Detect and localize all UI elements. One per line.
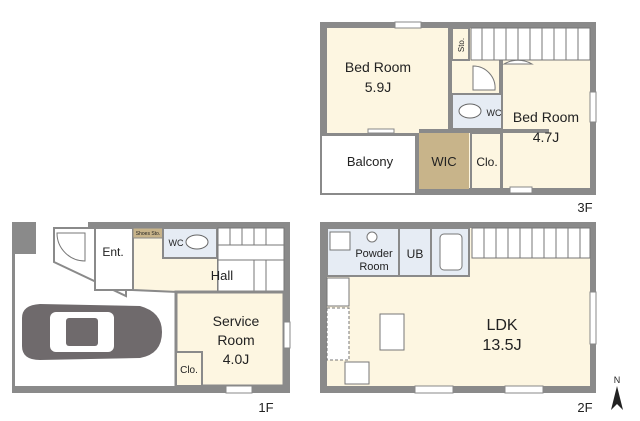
floor-1f-left-wall [12, 222, 15, 393]
entrance-label: Ent. [102, 245, 123, 259]
floor-3f-center-wall [448, 28, 452, 129]
floor-1f-right-wall [284, 222, 290, 393]
kitchen-island-icon [379, 313, 405, 351]
hall-label: Hall [211, 268, 234, 283]
wic-label: WIC [431, 154, 456, 169]
floor-1f: Ent. Shoes Sto. WC Hall Service Room 4.0… [12, 222, 291, 415]
ldk-name: LDK [486, 317, 517, 334]
window-2f-bottom-1 [414, 385, 454, 394]
bedroom2-name: Bed Room [513, 109, 579, 125]
car-icon [22, 304, 162, 360]
door-3f-bedroom2 [502, 59, 534, 65]
closet-3f [470, 132, 502, 190]
balcony-label: Balcony [347, 154, 394, 169]
bathtub-icon [439, 233, 463, 271]
window-3f-bottom [509, 186, 533, 194]
floor-2f-label: 2F [577, 400, 592, 415]
wc-1f-label: WC [169, 238, 184, 248]
window-3f-balcony [367, 128, 395, 134]
service-room-size: 4.0J [223, 351, 249, 367]
closet-1f [175, 351, 203, 387]
floor-1f-bottom-wall [12, 386, 290, 393]
ldk-size: 13.5J [482, 337, 521, 354]
window-2f-right [589, 291, 597, 345]
toilet-1f-icon [185, 234, 209, 250]
toilet-3f-icon [458, 103, 482, 119]
wic-room [419, 133, 469, 189]
window-3f-top [394, 21, 422, 29]
bedroom1-size: 5.9J [365, 79, 391, 95]
floor-3f-label: 3F [577, 200, 592, 215]
floor-1f-corner-wall [12, 222, 36, 254]
powder-room-label-2: Room [359, 261, 388, 273]
powder-room-label-1: Powder [355, 248, 393, 260]
north-arrow-icon [611, 386, 623, 410]
shoes-storage-label: Shoes Sto. [136, 231, 160, 237]
washer-icon [329, 231, 351, 251]
balcony-side-wall [415, 133, 419, 193]
ub-label: UB [407, 247, 424, 261]
window-1f-bottom [225, 385, 253, 394]
window-1f-right [283, 321, 291, 349]
wc-3f-label: WC [487, 108, 502, 118]
balcony-rail [322, 133, 415, 136]
closet-1f-label: Clo. [180, 365, 198, 376]
stove-icon [344, 361, 370, 385]
stairs-3f-icon [470, 27, 591, 61]
bedroom1-name: Bed Room [345, 59, 411, 75]
stairs-2f-icon [471, 227, 591, 259]
sink-icon [366, 231, 378, 243]
door-3f-wc [472, 65, 496, 91]
entrance-area [94, 227, 134, 291]
fridge-icon [326, 277, 350, 307]
window-2f-bottom-2 [504, 385, 544, 394]
kitchen-counter-icon [326, 307, 350, 361]
bedroom2-size: 4.7J [533, 129, 559, 145]
storage-3f [451, 27, 470, 61]
floor-1f-top-wall [88, 222, 290, 228]
entrance-door-icon [56, 232, 86, 262]
closet-3f-label: Clo. [476, 155, 497, 169]
floor-2f: LDK 13.5J Powder Room UB 2F [320, 222, 597, 415]
floor-3f-mid-wall [419, 129, 549, 133]
balcony-area [322, 133, 415, 193]
service-room-label-2: Room [217, 332, 254, 348]
service-room-label-1: Service [213, 313, 260, 329]
compass: N [611, 375, 623, 410]
floor-1f-label: 1F [258, 400, 273, 415]
window-3f-right [589, 91, 597, 123]
stairs-1f-icon [217, 227, 285, 293]
compass-label: N [614, 375, 621, 385]
ub-area [398, 227, 432, 277]
floor-3f: Bed Room 5.9J Bed Room 4.7J Sto. WC WIC … [320, 21, 597, 215]
storage-3f-label: Sto. [457, 38, 466, 52]
